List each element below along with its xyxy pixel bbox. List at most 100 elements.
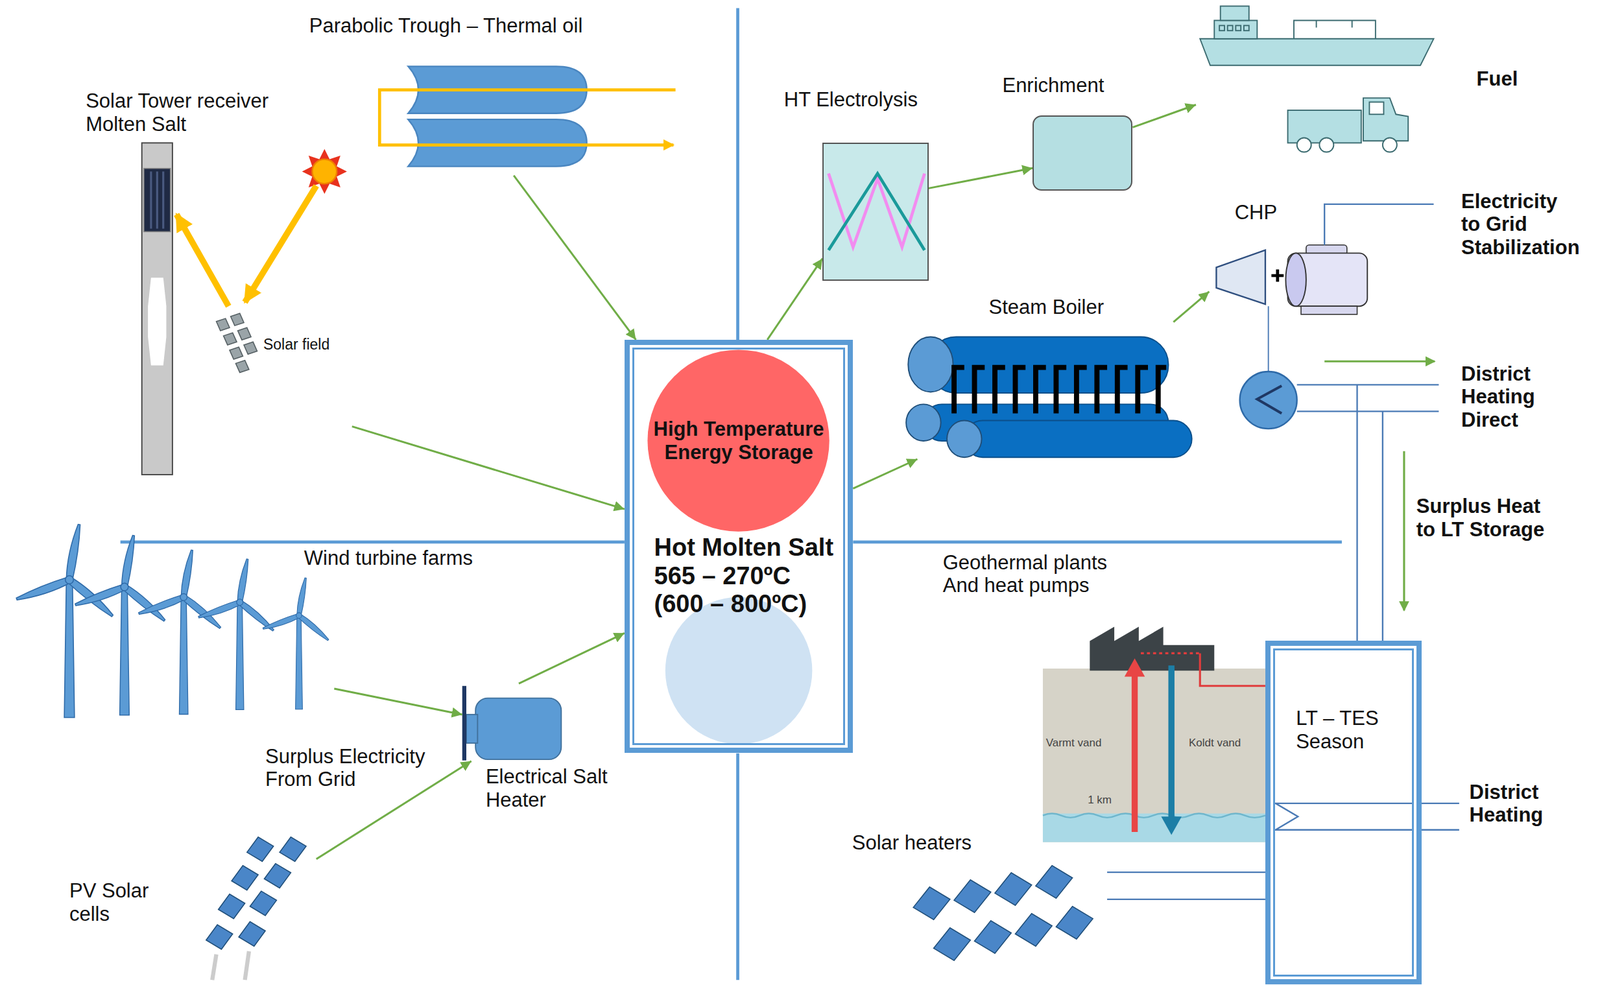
solar-tower-icon: [156, 171, 159, 229]
annotation-label: District Heating: [1469, 780, 1554, 827]
solar-tower: Solar Tower receiver Molten SaltSolar fi…: [81, 86, 353, 480]
solar-tower-icon: [149, 171, 152, 229]
wind-turbine-icon: [15, 524, 116, 718]
chp-unit-icon: [1240, 371, 1298, 429]
sun-ray-arrow: [245, 185, 317, 302]
annotation-label: Koldt vand: [1188, 736, 1241, 750]
solar-heater-panel: [933, 928, 971, 961]
pipe-line: [1297, 383, 1440, 386]
node-label: Steam Boiler: [989, 295, 1104, 320]
node-label: Enrichment: [1002, 73, 1104, 98]
ship-icon: [1243, 25, 1250, 31]
electrolysis-cell: [828, 173, 925, 248]
solar-heater-panel: [974, 920, 1012, 954]
quadrant-divider: [120, 8, 1342, 981]
circle-fill: [647, 349, 830, 532]
thermal-oil-pipe: [379, 90, 676, 146]
steam-boiler-icon: [906, 404, 941, 442]
ship-icon: [1227, 25, 1233, 31]
wind-turbine-icon: [74, 535, 168, 716]
quadrant-divider: [736, 8, 740, 341]
annotation-label: Surplus Heat to LT Storage: [1416, 494, 1550, 541]
geothermal-icon: [1042, 813, 1266, 818]
annotation-label: Electricity to Grid Stabilization: [1461, 190, 1581, 260]
chp-unit-icon: [1216, 245, 1368, 429]
node-label: CHP: [1234, 201, 1278, 225]
pipe-line: [1356, 384, 1358, 643]
heliostat-field: [216, 313, 258, 373]
quadrant-divider: [736, 753, 740, 980]
salt-heater-icon: [464, 686, 562, 761]
heliostat-field: [243, 341, 257, 355]
solar-tower-icon: [147, 277, 167, 366]
node-label: Parabolic Trough – Thermal oil: [309, 14, 584, 38]
solar-heater-panel: [994, 872, 1032, 906]
annotation-label: District Heating Direct: [1461, 362, 1546, 432]
heliostat-field: [229, 346, 243, 360]
truck-icon: [1297, 138, 1312, 153]
heliostat-field: [235, 360, 249, 373]
parabolic-trough: Parabolic Trough – Thermal oil: [306, 12, 684, 176]
chp-unit-icon: [1256, 385, 1282, 414]
chp-unit-icon: [1285, 252, 1306, 307]
truck-icon: [1369, 101, 1384, 115]
geothermal-icon: [1042, 668, 1266, 843]
pv-panel: [263, 863, 291, 889]
wind-turbine-icon: [262, 577, 331, 709]
flow-arrow: [928, 167, 1033, 189]
annotation-label: 1 km: [1087, 793, 1112, 807]
truck-icon: [1363, 97, 1409, 141]
geothermal-icon: [1131, 673, 1138, 833]
geothermal-icon: [1042, 626, 1266, 842]
pv-panel: [206, 837, 307, 950]
ship-icon: [1199, 38, 1434, 66]
electrolysis-box: HT Electrolysis: [822, 142, 929, 281]
steam-boiler-icon: [954, 367, 1167, 414]
truck-icon: [1319, 138, 1334, 153]
steam-boiler-icon: [928, 336, 1169, 394]
heliostat-field: [216, 318, 230, 331]
wind-turbine-icon: [138, 549, 224, 715]
solar-heaters: Solar heaters: [850, 831, 1108, 968]
parabolic-trough-icon: [407, 66, 587, 167]
node-label: Electrical Salt Heater: [485, 765, 616, 812]
geothermal-icon: [1199, 653, 1266, 686]
heliostat-field: [230, 313, 244, 326]
solar-heater-panel: [954, 880, 992, 913]
flow-arrow: [767, 258, 823, 340]
wind-farm: Wind turbine farms: [12, 530, 516, 689]
lt-storage-box: LT – TES Season: [1265, 640, 1422, 985]
quadrant-divider: [852, 540, 1342, 544]
flow-arrow: [1132, 104, 1196, 128]
salt-heater-icon: [475, 698, 562, 760]
flow-arrow: [518, 632, 625, 684]
flow-arrow: [513, 175, 636, 340]
node-label: PV Solar cells: [69, 879, 167, 926]
heliostat-field: [223, 332, 237, 346]
pipe-line: [1382, 411, 1384, 643]
flow-arrow: [334, 688, 462, 715]
electrolysis-cell: [822, 142, 929, 281]
solar-heater-panel: [1035, 865, 1073, 899]
pv-panel-stand: [212, 954, 216, 980]
sun-ray-arrow: [176, 185, 317, 307]
node-label: Solar heaters: [852, 831, 972, 855]
solar-heater-panel: [913, 887, 951, 920]
parabolic-trough-icon: [407, 119, 587, 167]
node-label: Fuel: [1476, 67, 1519, 91]
truck-icon: [1288, 97, 1409, 152]
sun-ray-arrow: [176, 214, 229, 307]
solar-tower-icon: [142, 142, 173, 475]
pv-panels: PV Solar cells: [66, 831, 316, 969]
steam-boiler-icon: [946, 420, 982, 458]
steam-boiler-icon: [907, 336, 953, 392]
chp-unit: CHP: [1208, 199, 1373, 431]
salt-heater-icon: [462, 686, 467, 761]
solar-tower-icon: [143, 168, 171, 233]
pv-panel: [218, 894, 246, 920]
node-label: Wind turbine farms: [304, 546, 473, 571]
ship-icon: [1293, 20, 1376, 39]
flow-arrow: [1173, 291, 1209, 323]
salt-heater-icon: [466, 714, 478, 744]
